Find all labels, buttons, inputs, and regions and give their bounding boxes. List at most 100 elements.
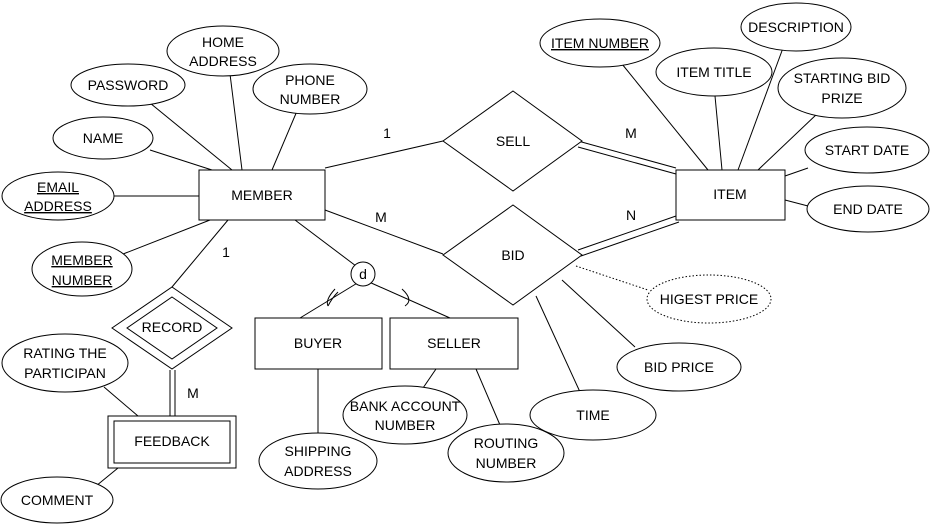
attr-phone-number-line2: NUMBER	[280, 91, 341, 107]
link-starting-bid-prize	[757, 112, 819, 171]
attr-bank-account-number-line1: BANK ACCOUNT	[350, 398, 461, 414]
attr-time[interactable]: TIME	[529, 389, 657, 441]
attr-comment[interactable]: COMMENT	[0, 476, 114, 524]
link-comment-feedback	[95, 467, 119, 487]
attr-member-number-key[interactable]: MEMBER NUMBER	[31, 241, 133, 297]
entity-item[interactable]: ITEM	[675, 169, 786, 221]
attr-member-number-line2: NUMBER	[52, 272, 113, 288]
entity-buyer[interactable]: BUYER	[254, 317, 383, 370]
relationships: SELL BID RECORD	[111, 90, 583, 370]
disjoint-circle[interactable]	[350, 261, 376, 287]
link-member-bid	[324, 209, 444, 255]
attr-bid-price[interactable]: BID PRICE	[616, 342, 742, 392]
link-bid-item-2	[580, 221, 680, 257]
attr-home-address-line2: ADDRESS	[189, 53, 257, 69]
attr-starting-bid-prize[interactable]: STARTING BID PRIZE	[777, 57, 907, 119]
cardinality-bid-member: M	[375, 209, 387, 225]
attr-time-label: TIME	[576, 407, 609, 423]
cardinality-record-member: 1	[222, 244, 230, 260]
attr-phone-number[interactable]: PHONE NUMBER	[252, 63, 368, 115]
link-bid-bid-price	[561, 279, 636, 348]
attr-end-date-label: END DATE	[833, 201, 903, 217]
entity-seller[interactable]: SELLER	[389, 317, 519, 370]
identifying-relationship-record[interactable]: RECORD	[111, 286, 233, 370]
link-bid-time	[535, 295, 581, 393]
attr-email-address-line1: EMAIL	[37, 179, 79, 195]
link-item-title	[714, 95, 723, 171]
link-start-date	[784, 167, 809, 177]
attr-rating-line2: PARTICIPAN	[24, 365, 106, 381]
attr-routing-number-line1: ROUTING	[474, 435, 539, 451]
attr-item-number-label: ITEM NUMBER	[551, 35, 649, 51]
attr-shipping-address-line2: ADDRESS	[284, 463, 352, 479]
cardinality-sell-member: 1	[383, 125, 391, 141]
attr-item-title-label: ITEM TITLE	[676, 64, 751, 80]
specialization: d	[326, 261, 410, 307]
attr-home-address[interactable]: HOME ADDRESS	[166, 25, 280, 77]
attr-name-label: NAME	[83, 130, 123, 146]
attr-member-number-line1: MEMBER	[51, 252, 112, 268]
attr-routing-number-line2: NUMBER	[476, 455, 537, 471]
attr-password[interactable]: PASSWORD	[70, 63, 186, 107]
link-home-address	[229, 73, 243, 171]
link-rating-feedback	[103, 386, 139, 417]
attr-starting-bid-prize-line1: STARTING BID	[794, 70, 891, 86]
entity-item-label: ITEM	[713, 186, 746, 202]
link-member-number	[117, 219, 211, 257]
relationship-bid[interactable]: BID	[442, 204, 583, 306]
cardinality-sell-item: M	[625, 125, 637, 141]
cardinalities: 1 M M N 1 M	[187, 125, 637, 401]
attr-start-date[interactable]: START DATE	[804, 126, 930, 174]
attr-phone-number-line1: PHONE	[285, 72, 335, 88]
link-name	[149, 149, 213, 171]
attr-start-date-label: START DATE	[825, 142, 910, 158]
link-member-sell	[324, 140, 444, 169]
attr-bid-price-label: BID PRICE	[644, 359, 714, 375]
attr-description-label: DESCRIPTION	[748, 19, 844, 35]
relationship-bid-label: BID	[501, 247, 524, 263]
attr-shipping-address[interactable]: SHIPPING ADDRESS	[258, 432, 378, 490]
attr-routing-number[interactable]: ROUTING NUMBER	[447, 423, 565, 483]
attr-comment-label: COMMENT	[21, 492, 94, 508]
attr-rating-the-participan[interactable]: RATING THE PARTICIPAN	[1, 333, 129, 393]
link-member-record	[171, 219, 229, 288]
link-d-seller	[368, 281, 451, 319]
link-seller-routing	[475, 368, 501, 426]
entity-member[interactable]: MEMBER	[198, 169, 326, 221]
link-description	[737, 47, 784, 171]
link-end-date	[784, 199, 809, 207]
attr-higest-price-derived[interactable]: HIGEST PRICE	[646, 274, 772, 324]
link-member-d	[294, 219, 357, 267]
specialization-arc	[326, 288, 336, 307]
attr-end-date[interactable]: END DATE	[806, 185, 930, 233]
attr-email-address-key[interactable]: EMAIL ADDRESS	[1, 171, 115, 221]
relationship-record-label: RECORD	[142, 319, 203, 335]
cardinality-bid-item: N	[626, 207, 636, 223]
attr-starting-bid-prize-line2: PRIZE	[821, 90, 862, 106]
cardinality-record-feedback: M	[187, 385, 199, 401]
entity-feedback-label: FEEDBACK	[134, 433, 210, 449]
link-bid-higest-price	[575, 265, 649, 291]
attr-shipping-address-line1: SHIPPING	[285, 443, 352, 459]
attr-rating-line1: RATING THE	[23, 345, 107, 361]
attr-home-address-line1: HOME	[202, 34, 244, 50]
link-phone-number	[271, 110, 298, 171]
relationship-sell[interactable]: SELL	[442, 90, 583, 192]
link-sell-item-2	[577, 146, 677, 175]
attr-description[interactable]: DESCRIPTION	[740, 2, 852, 52]
relationship-sell-label: SELL	[496, 133, 530, 149]
attr-item-title[interactable]: ITEM TITLE	[655, 47, 773, 97]
attr-name[interactable]: NAME	[52, 116, 154, 160]
weak-entity-feedback[interactable]: FEEDBACK	[107, 415, 237, 469]
link-password	[149, 102, 233, 171]
attr-higest-price-label: HIGEST PRICE	[660, 291, 759, 307]
entity-member-label: MEMBER	[231, 187, 292, 203]
attr-item-number-key[interactable]: ITEM NUMBER	[539, 18, 661, 68]
link-seller-bank	[422, 368, 437, 389]
specialization-arc-right	[401, 288, 410, 307]
link-d-buyer	[299, 281, 360, 319]
attr-bank-account-number[interactable]: BANK ACCOUNT NUMBER	[342, 385, 468, 445]
connectors	[95, 47, 819, 487]
